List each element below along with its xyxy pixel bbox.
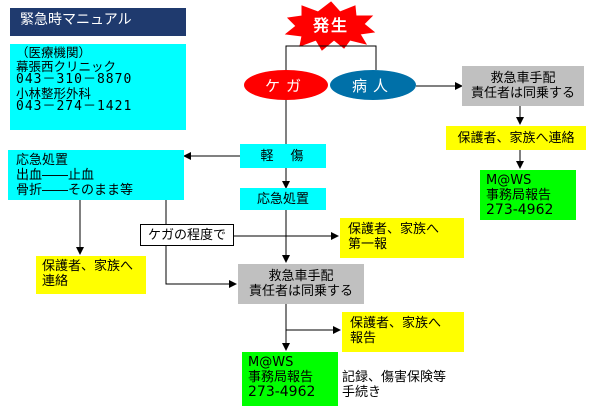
first-aid-detail-title: 応急処置 bbox=[16, 153, 69, 168]
injury-report-line1: M@WS bbox=[248, 355, 294, 370]
illness-ambulance-line2: 責任者は同乗する bbox=[470, 86, 575, 101]
report-notify-box: 保護者、家族へ 報告 bbox=[342, 312, 464, 352]
first-notify-line2: 第一報 bbox=[348, 237, 388, 252]
records-line1: 記録、傷害保険等 bbox=[342, 370, 447, 385]
records-note: 記録、傷害保険等 手続き bbox=[342, 370, 482, 406]
medical-contacts: （医療機関） 幕張西クリニック 043－310－8870 小林整形外科 043－… bbox=[10, 44, 186, 130]
start-label: 発生 bbox=[312, 16, 349, 35]
severity-note-box: ケガの程度で bbox=[140, 224, 234, 246]
start-branch-line bbox=[285, 45, 377, 70]
first-aid-box: 応急処置 bbox=[240, 188, 326, 210]
illness-ambulance-line1: 救急車手配 bbox=[490, 71, 556, 86]
injury-ambulance-line2: 責任者は同乗する bbox=[248, 284, 353, 299]
first-notify-box: 保護者、家族へ 第一報 bbox=[340, 218, 464, 258]
minor-injury-box: 軽 傷 bbox=[240, 144, 326, 168]
first-aid-detail-box: 応急処置 出血――止血 骨折――そのまま等 bbox=[8, 150, 184, 200]
illness-node: 病人 bbox=[330, 70, 416, 100]
manual-title: 緊急時マニュアル bbox=[10, 8, 186, 36]
illness-ambulance-box: 救急車手配 責任者は同乗する bbox=[462, 66, 584, 106]
records-line2: 手続き bbox=[342, 385, 382, 400]
report-notify-line1: 保護者、家族へ bbox=[350, 316, 442, 331]
clinic2-phone: 043－274－1421 bbox=[16, 99, 133, 114]
clinic1-name: 幕張西クリニック bbox=[16, 58, 117, 74]
illness-report-phone: 273-4962 bbox=[486, 202, 554, 218]
illness-report-line1: M@WS bbox=[486, 173, 532, 188]
injury-report-phone: 273-4962 bbox=[248, 384, 316, 400]
minor-notify-line1: 保護者、家族へ bbox=[42, 259, 134, 274]
injury-ambulance-line1: 救急車手配 bbox=[268, 269, 334, 284]
illness-notify-box: 保護者、家族へ連絡 bbox=[446, 126, 586, 150]
injury-report-line2: 事務局報告 bbox=[248, 370, 314, 385]
minor-notify-box: 保護者、家族へ 連絡 bbox=[36, 256, 146, 294]
contacts-header: （医療機関） bbox=[16, 45, 92, 60]
first-aid-detail-line1: 出血――止血 bbox=[16, 168, 95, 183]
illness-report-line2: 事務局報告 bbox=[486, 188, 552, 203]
clinic2-name: 小林整形外科 bbox=[16, 85, 92, 101]
starburst-shape bbox=[284, 1, 376, 51]
first-aid-detail-line2: 骨折――そのまま等 bbox=[16, 183, 134, 198]
minor-notify-line2: 連絡 bbox=[42, 274, 69, 289]
injury-node: ケガ bbox=[244, 70, 328, 100]
first-notify-line1: 保護者、家族へ bbox=[348, 222, 440, 237]
injury-ambulance-box: 救急車手配 責任者は同乗する bbox=[238, 264, 364, 304]
illness-report-box: M@WS 事務局報告 273-4962 bbox=[480, 170, 576, 220]
report-notify-line2: 報告 bbox=[350, 331, 377, 346]
clinic1-phone: 043－310－8870 bbox=[16, 72, 133, 87]
injury-report-box: M@WS 事務局報告 273-4962 bbox=[242, 352, 338, 406]
